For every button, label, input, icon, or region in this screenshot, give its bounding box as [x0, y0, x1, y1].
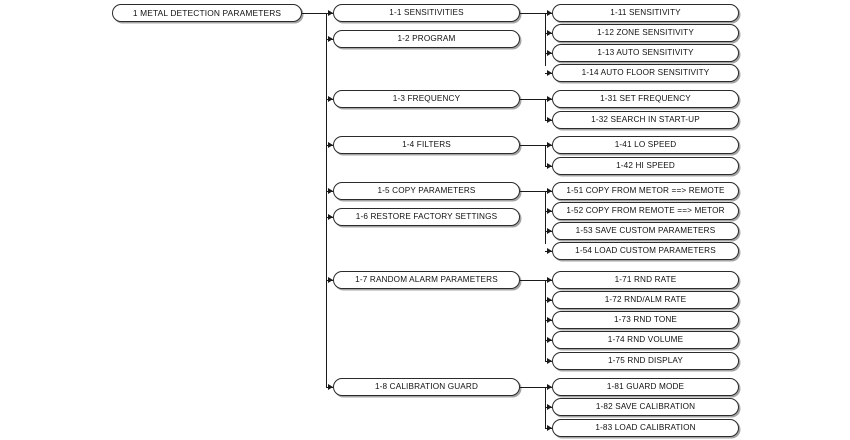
node-1-54-load-custom-parameters[interactable]: 1-54 LOAD CUSTOM PARAMETERS — [552, 242, 739, 260]
node-1-52-copy-from-remote-to-metor[interactable]: 1-52 COPY FROM REMOTE ==> METOR — [552, 202, 739, 220]
node-1-32-search-in-start-up[interactable]: 1-32 SEARCH IN START-UP — [552, 111, 739, 129]
node-1-53-save-custom-parameters[interactable]: 1-53 SAVE CUSTOM PARAMETERS — [552, 222, 739, 240]
edge-1-7-stub — [520, 280, 545, 281]
arrow-to-1-53 — [547, 227, 552, 234]
node-1-14-auto-floor-sensitivity[interactable]: 1-14 AUTO FLOOR SENSITIVITY — [552, 64, 739, 82]
trunk-1-5 — [545, 191, 546, 244]
edge-1-3-stub — [520, 99, 545, 100]
node-1-11-sensitivity[interactable]: 1-11 SENSITIVITY — [552, 4, 739, 22]
arrow-to-1-52 — [547, 207, 552, 214]
node-1-12-zone-sensitivity[interactable]: 1-12 ZONE SENSITIVITY — [552, 24, 739, 42]
node-1-74-rnd-volume[interactable]: 1-74 RND VOLUME — [552, 331, 739, 349]
arrow-to-1-82 — [547, 403, 552, 410]
trunk-1-1 — [545, 13, 546, 66]
node-1-51-copy-from-metor-to-remote[interactable]: 1-51 COPY FROM METOR ==> REMOTE — [552, 182, 739, 200]
node-root-metal-detection-parameters[interactable]: 1 METAL DETECTION PARAMETERS — [112, 4, 302, 22]
arrow-to-1-1 — [328, 9, 333, 16]
arrow-to-1-7 — [328, 276, 333, 283]
arrow-to-1-12 — [547, 29, 552, 36]
trunk-level2 — [326, 13, 327, 388]
edge-1-1-stub — [520, 13, 545, 14]
node-1-82-save-calibration[interactable]: 1-82 SAVE CALIBRATION — [552, 398, 739, 416]
node-1-75-rnd-display[interactable]: 1-75 RND DISPLAY — [552, 352, 739, 370]
arrow-to-1-74 — [547, 336, 552, 343]
node-1-6-restore-factory-settings[interactable]: 1-6 RESTORE FACTORY SETTINGS — [333, 208, 520, 226]
edge-root-stub — [302, 13, 326, 14]
arrow-to-1-3 — [328, 95, 333, 102]
trunk-1-4 — [545, 145, 546, 166]
arrow-to-1-83 — [547, 424, 552, 431]
arrow-to-1-31 — [547, 95, 552, 102]
arrow-to-1-75 — [547, 357, 552, 364]
arrow-to-1-4 — [328, 141, 333, 148]
node-1-72-rnd-alm-rate[interactable]: 1-72 RND/ALM RATE — [552, 291, 739, 309]
arrow-to-1-71 — [547, 276, 552, 283]
arrow-to-1-11 — [547, 9, 552, 16]
node-1-7-random-alarm-parameters[interactable]: 1-7 RANDOM ALARM PARAMETERS — [333, 271, 520, 289]
arrow-to-1-73 — [547, 316, 552, 323]
trunk-1-3 — [545, 99, 546, 120]
arrow-to-1-6 — [328, 213, 333, 220]
node-1-42-hi-speed[interactable]: 1-42 HI SPEED — [552, 157, 739, 175]
arrow-to-1-2 — [328, 35, 333, 42]
node-1-1-sensitivities[interactable]: 1-1 SENSITIVITIES — [333, 4, 520, 22]
node-1-41-lo-speed[interactable]: 1-41 LO SPEED — [552, 136, 739, 154]
arrow-to-1-81 — [547, 383, 552, 390]
arrow-to-1-72 — [547, 296, 552, 303]
node-1-4-filters[interactable]: 1-4 FILTERS — [333, 136, 520, 154]
arrow-to-1-42 — [547, 162, 552, 169]
node-1-83-load-calibration[interactable]: 1-83 LOAD CALIBRATION — [552, 419, 739, 437]
node-1-71-rnd-rate[interactable]: 1-71 RND RATE — [552, 271, 739, 289]
node-1-73-rnd-tone[interactable]: 1-73 RND TONE — [552, 311, 739, 329]
node-1-31-set-frequency[interactable]: 1-31 SET FREQUENCY — [552, 90, 739, 108]
node-1-5-copy-parameters[interactable]: 1-5 COPY PARAMETERS — [333, 182, 520, 200]
arrow-to-1-13 — [547, 49, 552, 56]
arrow-to-1-32 — [547, 116, 552, 123]
arrow-to-1-51 — [547, 187, 552, 194]
edge-1-4-stub — [520, 145, 545, 146]
edge-1-8-stub — [520, 387, 545, 388]
node-1-8-calibration-guard[interactable]: 1-8 CALIBRATION GUARD — [333, 378, 520, 396]
arrow-to-1-41 — [547, 141, 552, 148]
node-1-3-frequency[interactable]: 1-3 FREQUENCY — [333, 90, 520, 108]
arrow-to-1-14 — [547, 69, 552, 76]
arrow-to-1-5 — [328, 187, 333, 194]
node-1-13-auto-sensitivity[interactable]: 1-13 AUTO SENSITIVITY — [552, 44, 739, 62]
arrow-to-1-54 — [547, 247, 552, 254]
edge-1-5-stub — [520, 191, 545, 192]
arrow-to-1-8 — [328, 383, 333, 390]
node-1-2-program[interactable]: 1-2 PROGRAM — [333, 30, 520, 48]
node-1-81-guard-mode[interactable]: 1-81 GUARD MODE — [552, 378, 739, 396]
